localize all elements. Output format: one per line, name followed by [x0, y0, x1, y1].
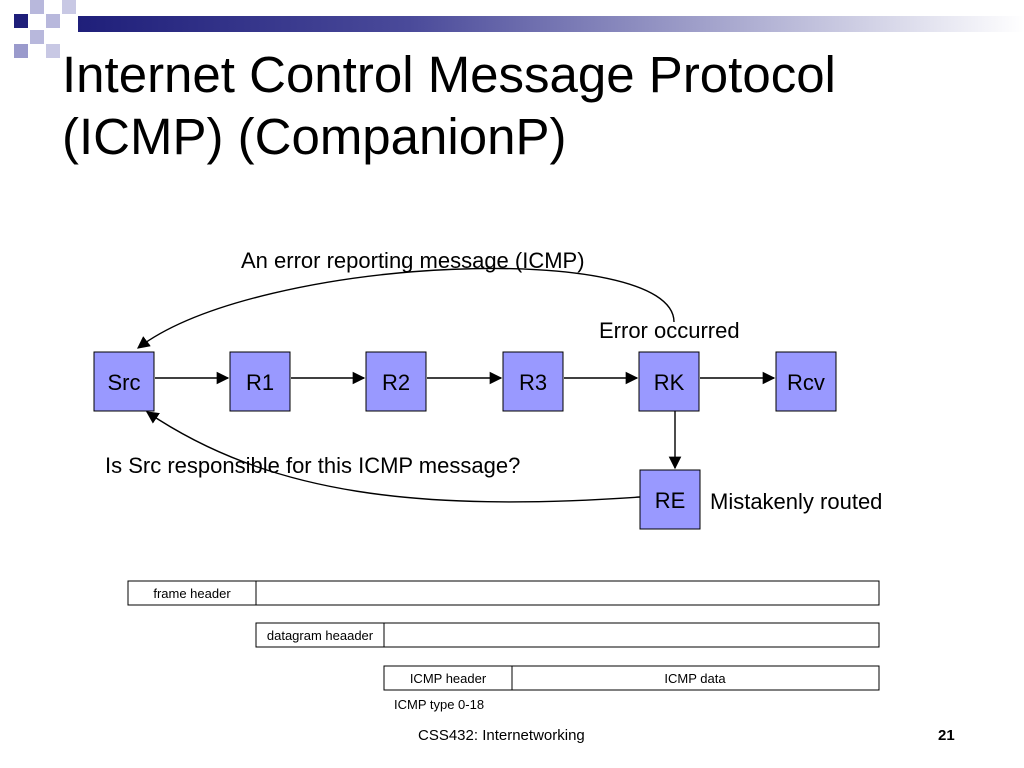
deco-square	[46, 44, 60, 58]
node-rk: RK	[638, 351, 700, 412]
node-src-label: Src	[108, 370, 141, 395]
annotation-src-question: Is Src responsible for this ICMP message…	[105, 453, 520, 478]
edge-error-report-curve	[136, 267, 675, 349]
header-decoration	[14, 0, 1024, 58]
frame-packet: frame header	[127, 580, 880, 606]
frame-header-label: frame header	[153, 586, 231, 601]
icmp-type-label: ICMP type 0-18	[394, 697, 484, 712]
node-re-label: RE	[655, 488, 686, 513]
deco-square	[14, 44, 28, 58]
node-r3-label: R3	[519, 370, 547, 395]
annotation-error-report: An error reporting message (ICMP)	[241, 248, 585, 273]
icmp-header-label: ICMP header	[410, 671, 487, 686]
deco-square	[46, 14, 60, 28]
node-r1-label: R1	[246, 370, 274, 395]
node-src: Src	[93, 351, 155, 412]
icmp-packet: ICMP header ICMP data	[383, 665, 880, 691]
deco-square	[62, 0, 76, 14]
node-rcv: Rcv	[775, 351, 837, 412]
page-number: 21	[938, 727, 955, 744]
node-r2-label: R2	[382, 370, 410, 395]
node-re: RE	[639, 469, 701, 530]
deco-square	[14, 14, 28, 28]
header-bar	[78, 16, 1024, 32]
node-rcv-label: Rcv	[787, 370, 825, 395]
edge-re-src-curve	[145, 411, 641, 503]
datagram-header-label: datagram heaader	[267, 628, 374, 643]
deco-square	[30, 0, 44, 14]
icmp-data-label: ICMP data	[664, 671, 726, 686]
deco-square	[30, 30, 44, 44]
footer-course: CSS432: Internetworking	[418, 727, 585, 744]
datagram-packet: datagram heaader	[255, 622, 880, 648]
annotation-mistaken-route: Mistakenly routed	[710, 489, 882, 514]
node-rk-label: RK	[654, 370, 685, 395]
slide-title: Internet Control Message Protocol (ICMP)…	[62, 46, 836, 165]
node-r2: R2	[365, 351, 427, 412]
node-r3: R3	[502, 351, 564, 412]
annotation-error-occurred: Error occurred	[599, 318, 740, 343]
node-r1: R1	[229, 351, 291, 412]
